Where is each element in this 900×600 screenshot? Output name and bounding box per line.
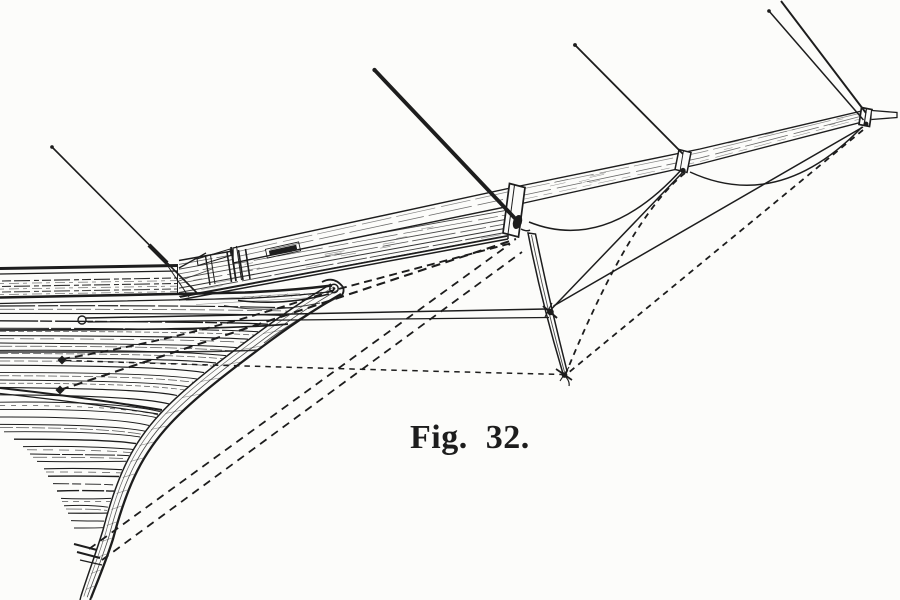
wale bbox=[0, 387, 163, 411]
inner-martingale-stay-dashed bbox=[565, 172, 686, 373]
martingale-dolphin-striker bbox=[527, 232, 573, 387]
outer-footrope bbox=[689, 126, 863, 186]
jib-stay bbox=[574, 44, 684, 155]
fore-stay bbox=[51, 146, 198, 294]
stem-head-eye bbox=[329, 283, 339, 294]
martingale-backrope bbox=[65, 359, 563, 376]
inner-footrope bbox=[528, 168, 683, 232]
outer-martingale-stay-dashed bbox=[566, 129, 864, 375]
inner-martingale-stay bbox=[550, 170, 685, 310]
bowsprit-heel-fittings bbox=[178, 248, 251, 286]
standing-rigging bbox=[50, 0, 867, 323]
back-rope-a bbox=[88, 243, 511, 550]
outer-martingale-stay bbox=[553, 126, 864, 307]
main-rail bbox=[0, 284, 333, 299]
fore-topmast-stay bbox=[372, 68, 517, 221]
cutwater-outer bbox=[89, 293, 342, 599]
jibboom bbox=[230, 106, 898, 282]
jibboom-band bbox=[674, 148, 692, 174]
dashed-rigging bbox=[59, 129, 864, 561]
fore-topgallant-stay bbox=[780, 0, 867, 114]
hull-eye bbox=[77, 315, 87, 325]
flying-jib-stay bbox=[768, 10, 865, 121]
heel-rope-lower bbox=[59, 238, 517, 391]
jibboom-tip bbox=[858, 106, 898, 128]
figure-caption: Fig. 32. bbox=[410, 419, 530, 456]
heel-rope-upper bbox=[61, 242, 513, 360]
bowsprit-shroud bbox=[85, 308, 547, 319]
back-rope-b bbox=[101, 251, 523, 561]
jibboom-heel-band bbox=[230, 246, 237, 282]
jibboom-label bbox=[264, 241, 302, 259]
stem-band bbox=[73, 543, 98, 551]
bulwark-cap bbox=[0, 264, 179, 270]
